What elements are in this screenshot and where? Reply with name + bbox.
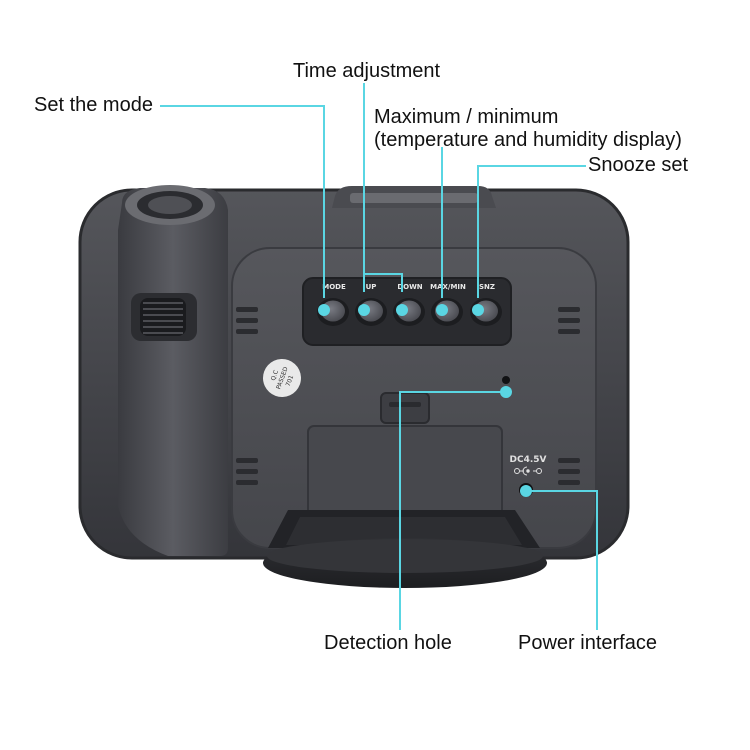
callout-lines (160, 83, 598, 630)
detection-hole (502, 376, 510, 384)
callout-maxmin: Maximum / minimum (temperature and humid… (374, 106, 682, 152)
callout-line-power (526, 490, 598, 630)
latch-grip (389, 402, 421, 407)
left-vent-slots (236, 307, 258, 485)
callout-maxmin-line2: (temperature and humidity display) (374, 129, 682, 151)
qc-sticker-line3: 701 (285, 374, 296, 387)
right-vent-slots (558, 307, 580, 485)
button-label-snz: SNZ (479, 283, 495, 291)
polarity-symbol (514, 466, 542, 476)
top-hump-label (350, 193, 478, 203)
callout-dots (318, 304, 532, 497)
callout-power-interface: Power interface (518, 632, 657, 654)
callout-line-time (363, 83, 403, 292)
button-label-down: DOWN (397, 283, 422, 291)
callout-line-snooze (477, 165, 586, 298)
kickstand-latch[interactable] (380, 392, 430, 424)
projector-lens (148, 196, 192, 214)
button-label-maxmin: MAX/MIN (430, 283, 466, 291)
power-rating-label: DC4.5V (510, 455, 547, 465)
callout-detection-hole: Detection hole (324, 632, 452, 654)
callout-set-mode: Set the mode (34, 94, 153, 116)
callout-maxmin-line1: Maximum / minimum (374, 106, 559, 128)
qc-passed-sticker: Q.C PASSED 701 (263, 359, 301, 397)
callout-snooze: Snooze set (588, 154, 689, 176)
qc-sticker-line1: Q.C (270, 369, 280, 382)
callout-time-adjustment: Time adjustment (293, 60, 441, 82)
callout-line-mode (160, 105, 325, 298)
callout-line-detection (399, 391, 506, 630)
button-label-up: UP (366, 283, 377, 291)
button-label-mode: MODE (322, 283, 346, 291)
focus-wheel (140, 298, 186, 336)
stand-inner (286, 517, 522, 545)
stand-base-top (267, 539, 543, 573)
projector-arm (118, 188, 228, 556)
